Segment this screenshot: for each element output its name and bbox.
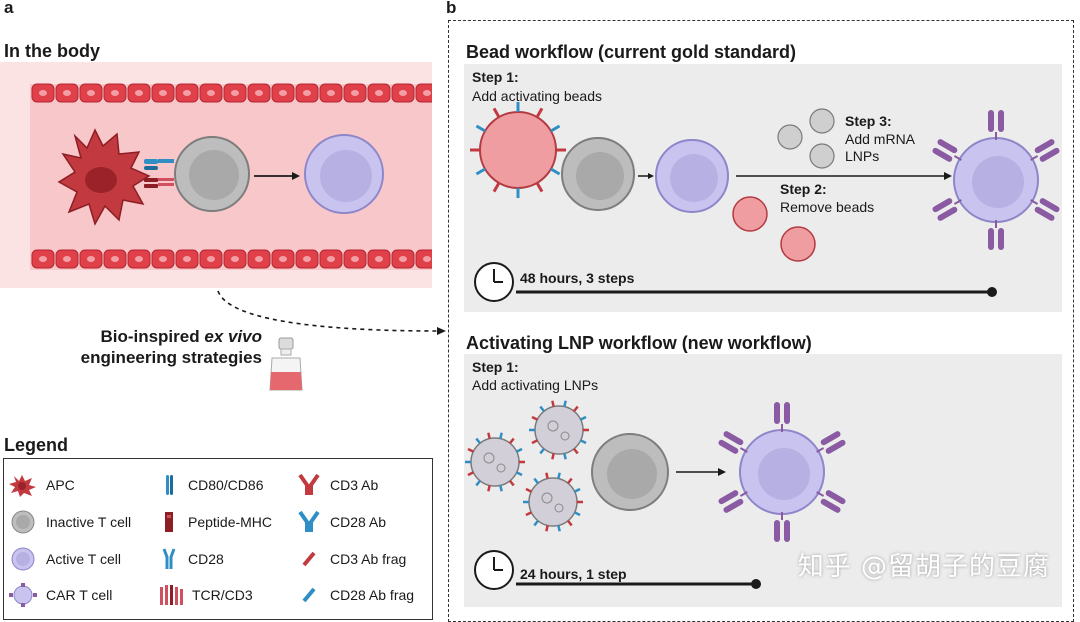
legend-box: APC Inactive T cell Active T cell CAR T … (3, 458, 433, 620)
panel-b-letter: b (446, 0, 457, 17)
peptide-mhc-icon (165, 512, 173, 532)
cd28-ab-frag-icon (302, 587, 316, 603)
cd28-ab-icon (298, 510, 320, 532)
lnp-workflow-title: Activating LNP workflow (new workflow) (466, 333, 812, 353)
strategies-italic: ex vivo (204, 327, 262, 346)
cd28-icon (162, 548, 176, 569)
legend-label: CAR T cell (46, 587, 113, 603)
vessel-wall-top (31, 83, 432, 103)
bead-step2-text: Remove beads (780, 199, 875, 215)
inactive-t-cell (174, 136, 250, 212)
legend-label: CD80/CD86 (188, 477, 264, 493)
legend-item-cd28-ab: CD28 Ab (296, 510, 386, 534)
bead-step2-label: Step 2: (780, 181, 827, 197)
legend-item-cd3-ab: CD3 Ab (296, 473, 378, 497)
bead-step3-text: Add mRNA LNPs (845, 131, 915, 165)
bio-inspired-strategies-text: Bio-inspired ex vivo engineering strateg… (62, 326, 262, 368)
culture-flask-icon (269, 337, 303, 391)
lnp-step1-text: Add activating LNPs (472, 377, 599, 393)
step3-line2: LNPs (845, 148, 880, 164)
bead-workflow-illustration (470, 102, 1060, 302)
active-t-cell-icon (11, 547, 35, 571)
legend-label: Inactive T cell (46, 514, 132, 530)
legend-item-car-t-cell: CAR T cell (8, 583, 112, 607)
tcr-cd3-icon (160, 585, 183, 605)
dashed-arrow (217, 290, 446, 335)
cd80-cd86-icon (166, 475, 173, 495)
panel-a-letter: a (4, 0, 14, 17)
car-t-cell-icon (9, 583, 37, 607)
apc-icon (9, 475, 36, 497)
bead-step1-label: Step 1: (472, 69, 519, 85)
legend-item-peptide-mhc: Peptide-MHC (158, 510, 272, 534)
legend-label: APC (46, 477, 75, 493)
legend-item-cd28-ab-frag: CD28 Ab frag (296, 583, 414, 607)
legend-label: CD3 Ab frag (330, 551, 407, 567)
car-t-cell-lnp (718, 402, 846, 542)
bead-step3-label: Step 3: (845, 113, 892, 129)
step3-line1: Add mRNA (845, 131, 916, 147)
inactive-t-cell-icon (11, 510, 35, 534)
legend-item-cd3-ab-frag: CD3 Ab frag (296, 547, 406, 571)
strategies-prefix: Bio-inspired (100, 327, 205, 346)
synapse-receptors (144, 159, 174, 188)
legend-label: CD28 (188, 551, 224, 567)
legend-label: CD28 Ab frag (330, 587, 415, 603)
legend-title: Legend (4, 435, 69, 455)
cd3-ab-icon (298, 473, 320, 495)
strategies-line2: engineering strategies (80, 348, 262, 367)
bead-workflow-title: Bead workflow (current gold standard) (466, 42, 797, 62)
lnp-workflow-illustration (465, 400, 846, 590)
panel-a-title: In the body (4, 41, 100, 61)
bead-step1-text: Add activating beads (472, 88, 602, 104)
activating-bead (470, 102, 566, 198)
legend-item-cd28: CD28 (158, 547, 224, 571)
cd3-ab-frag-icon (302, 551, 316, 567)
active-t-cell (304, 134, 384, 214)
apc-cell (57, 128, 151, 226)
legend-item-apc: APC (8, 473, 75, 497)
legend-item-cd80-cd86: CD80/CD86 (158, 473, 263, 497)
legend-item-active-t-cell: Active T cell (8, 547, 121, 571)
activating-lnps (470, 405, 584, 527)
vessel-wall-bottom (31, 249, 432, 269)
legend-label: Active T cell (46, 551, 121, 567)
legend-item-inactive-t-cell: Inactive T cell (8, 510, 131, 534)
legend-label: CD28 Ab (330, 514, 387, 530)
legend-label: CD3 Ab (330, 477, 379, 493)
legend-label: Peptide-MHC (188, 514, 273, 530)
bead-timeline-label: 48 hours, 3 steps (520, 270, 635, 286)
watermark-text: 知乎 @留胡子的豆腐 (797, 552, 1050, 582)
legend-item-tcr-cd3: TCR/CD3 (158, 583, 253, 607)
car-t-cell (932, 110, 1060, 250)
blood-vessel-illustration (0, 62, 432, 288)
lnp-step1-label: Step 1: (472, 359, 519, 375)
lnp-timeline-label: 24 hours, 1 step (520, 566, 627, 582)
legend-label: TCR/CD3 (192, 587, 253, 603)
mrna-lnp-particles (777, 108, 835, 169)
